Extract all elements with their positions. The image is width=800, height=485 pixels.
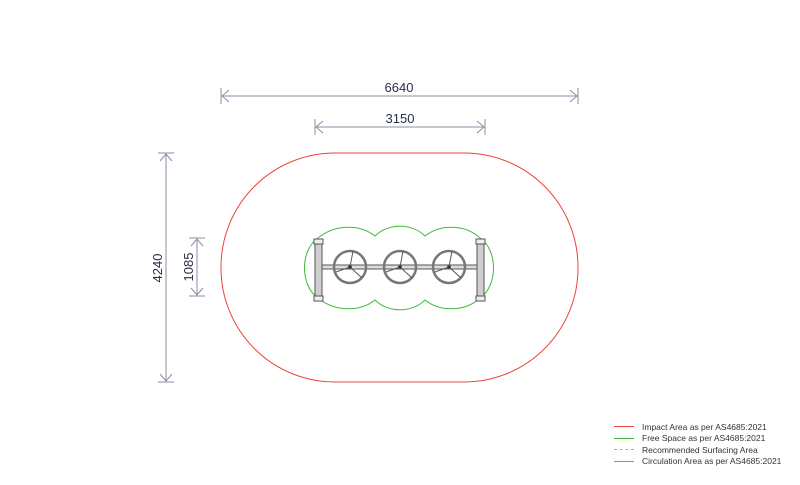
spinner-seat-2 bbox=[382, 249, 418, 285]
dimension-overall-width bbox=[220, 88, 579, 104]
surfacing-dashed-line-icon bbox=[614, 449, 634, 451]
legend-label: Free Space as per AS4685:2021 bbox=[642, 433, 766, 444]
circulation-line-icon bbox=[614, 460, 634, 462]
legend-label: Circulation Area as per AS4685:2021 bbox=[642, 456, 782, 467]
overall-depth-label: 4240 bbox=[150, 254, 165, 283]
overall-width-label: 6640 bbox=[385, 80, 414, 95]
free-space-line-icon bbox=[614, 437, 634, 439]
legend-item-circulation: Circulation Area as per AS4685:2021 bbox=[614, 456, 781, 468]
legend: Impact Area as per AS4685:2021 Free Spac… bbox=[614, 421, 781, 467]
legend-item-impact: Impact Area as per AS4685:2021 bbox=[614, 421, 781, 433]
impact-area bbox=[220, 152, 579, 383]
equipment-depth-label: 1085 bbox=[181, 253, 196, 282]
legend-item-free-space: Free Space as per AS4685:2021 bbox=[614, 433, 781, 445]
legend-label: Recommended Surfacing Area bbox=[642, 444, 758, 455]
spinner-seat-1 bbox=[332, 249, 368, 285]
equipment-width-label: 3150 bbox=[386, 111, 415, 126]
legend-item-surfacing: Recommended Surfacing Area bbox=[614, 444, 781, 456]
legend-label: Impact Area as per AS4685:2021 bbox=[642, 421, 767, 432]
spinner-seat-3 bbox=[431, 249, 467, 285]
dimension-equipment-width bbox=[314, 119, 486, 135]
dimension-overall-depth bbox=[158, 152, 174, 383]
equipment-plan bbox=[313, 238, 486, 302]
dimension-equipment-depth bbox=[189, 237, 205, 297]
impact-line-icon bbox=[614, 426, 634, 428]
